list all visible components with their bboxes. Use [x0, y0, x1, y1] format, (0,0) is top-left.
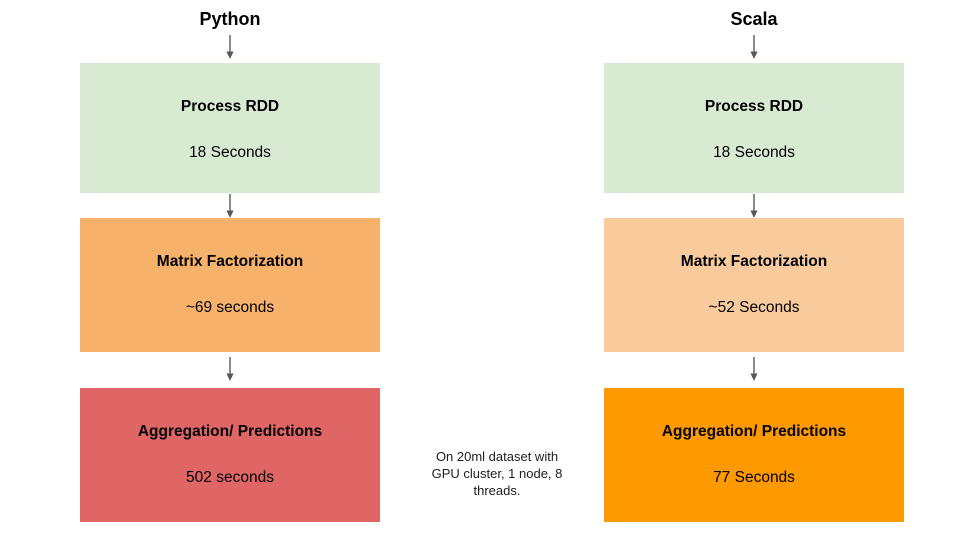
note-line: GPU cluster, 1 node, 8 — [431, 466, 563, 481]
flow-arrow-icon — [226, 194, 234, 218]
column-title-scala: Scala — [730, 9, 778, 29]
step-label: Aggregation/ Predictions — [137, 423, 323, 440]
flow-arrow-icon — [226, 357, 234, 381]
note-line: On 20ml dataset with — [435, 449, 559, 464]
step-box-python-aggregation-predictions: Aggregation/ Predictions 502 seconds — [80, 388, 380, 522]
step-box-python-matrix-factorization: Matrix Factorization ~69 seconds — [80, 218, 380, 352]
step-time: 18 Seconds — [189, 144, 271, 161]
note-line: threads. — [473, 483, 521, 498]
step-label: Matrix Factorization — [680, 253, 828, 270]
flow-arrow-icon — [226, 35, 234, 59]
step-label: Process RDD — [180, 98, 280, 115]
column-title-python: Python — [199, 9, 261, 29]
step-label: Aggregation/ Predictions — [661, 423, 847, 440]
step-time: ~52 Seconds — [708, 299, 800, 316]
step-label: Matrix Factorization — [156, 253, 304, 270]
step-time: 502 seconds — [186, 469, 274, 486]
note-text: On 20ml dataset with GPU cluster, 1 node… — [407, 448, 587, 499]
flow-arrow-icon — [750, 194, 758, 218]
step-box-python-process-rdd: Process RDD 18 Seconds — [80, 63, 380, 193]
flow-arrow-icon — [750, 35, 758, 59]
step-box-scala-aggregation-predictions: Aggregation/ Predictions 77 Seconds — [604, 388, 904, 522]
step-label: Process RDD — [704, 98, 804, 115]
step-box-scala-process-rdd: Process RDD 18 Seconds — [604, 63, 904, 193]
flow-arrow-icon — [750, 357, 758, 381]
step-time: 18 Seconds — [713, 144, 795, 161]
step-box-scala-matrix-factorization: Matrix Factorization ~52 Seconds — [604, 218, 904, 352]
step-time: ~69 seconds — [185, 299, 275, 316]
step-time: 77 Seconds — [713, 469, 795, 486]
